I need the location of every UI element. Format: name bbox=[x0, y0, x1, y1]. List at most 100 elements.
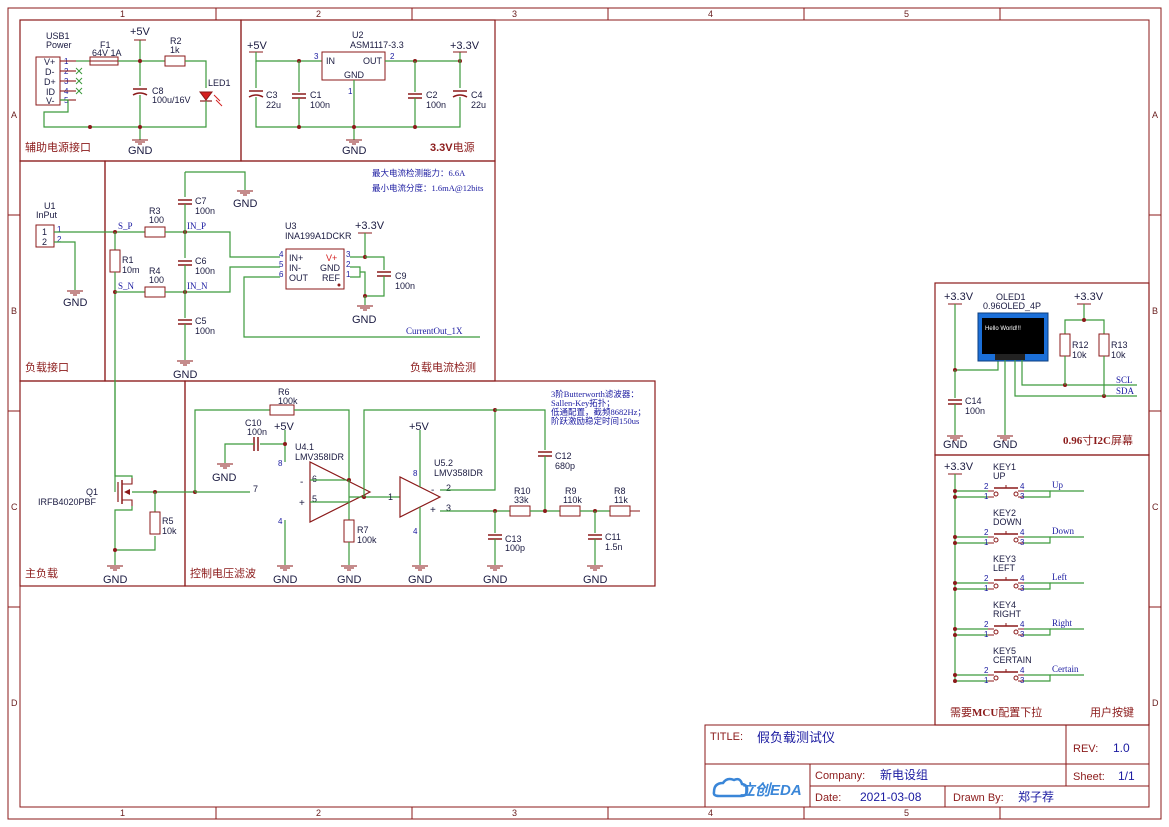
svg-text:C2: C2 bbox=[426, 90, 438, 100]
svg-text:C6: C6 bbox=[195, 256, 207, 266]
svg-text:IN+: IN+ bbox=[289, 253, 303, 263]
title-block: TITLE: 假负载测试仪 REV: 1.0 Company: 新电设组 She… bbox=[704, 724, 1150, 808]
f1-val: 64V 1A bbox=[92, 48, 122, 58]
svg-text:4: 4 bbox=[413, 527, 418, 536]
svg-text:3: 3 bbox=[446, 503, 451, 513]
block-filter bbox=[184, 380, 656, 587]
svg-text:R10: R10 bbox=[514, 486, 531, 496]
resistor-r2 bbox=[164, 55, 186, 67]
key-pin-number: 2 bbox=[984, 528, 989, 537]
connector-u1: U1 InPut 1 2 1 2 bbox=[35, 201, 62, 248]
svg-text:100n: 100n bbox=[965, 406, 985, 416]
oled-3v3-label: +3.3V bbox=[944, 291, 974, 303]
amp-u3: U3 INA199A1DCKR IN+ IN- OUT V+ GND REF 4… bbox=[279, 221, 352, 290]
svg-text:LMV358IDR: LMV358IDR bbox=[434, 468, 484, 478]
svg-text:100n: 100n bbox=[195, 266, 215, 276]
grid-col-4-bottom: 4 bbox=[708, 808, 713, 818]
svg-text:2: 2 bbox=[42, 237, 47, 247]
svg-text:+5V: +5V bbox=[409, 421, 430, 433]
usb1-pin-dplus: D+ bbox=[44, 77, 56, 87]
grid-row-a-left: A bbox=[11, 110, 17, 120]
key-pin-number: 2 bbox=[984, 620, 989, 629]
key-pin-number: 2 bbox=[984, 482, 989, 491]
key-pin-number: 1 bbox=[984, 492, 989, 501]
key-value: CERTAIN bbox=[993, 655, 1032, 665]
svg-text:R6: R6 bbox=[278, 387, 290, 397]
u2-val: ASM1117-3.3 bbox=[350, 40, 404, 50]
drawn-value: 郑子荐 bbox=[1018, 789, 1054, 804]
key-pin-number: 1 bbox=[984, 584, 989, 593]
cap-c1 bbox=[292, 93, 306, 99]
svg-text:11k: 11k bbox=[614, 495, 628, 505]
svg-text:R5: R5 bbox=[162, 516, 174, 526]
oled-display: Hello World!!! OLED1 0.96OLED_4P bbox=[977, 292, 1049, 362]
title-value: 假负载测试仪 bbox=[757, 730, 835, 745]
svg-text:-: - bbox=[431, 485, 434, 496]
svg-text:R1: R1 bbox=[122, 255, 134, 265]
svg-text:100n: 100n bbox=[395, 281, 415, 291]
svg-text:1: 1 bbox=[348, 87, 353, 96]
grid-col-5-bottom: 5 bbox=[904, 808, 909, 818]
resistor-r5 bbox=[149, 511, 161, 535]
svg-text:22u: 22u bbox=[471, 100, 486, 110]
svg-text:1.5n: 1.5n bbox=[605, 542, 623, 552]
svg-text:6: 6 bbox=[279, 270, 284, 279]
port-gnd-label: GND bbox=[63, 297, 88, 309]
net-s-p: S_P bbox=[118, 221, 133, 231]
note-filter-3: 低通配置，截频8682Hz； bbox=[551, 407, 646, 417]
svg-text:R9: R9 bbox=[565, 486, 577, 496]
usb1-pin-id: ID bbox=[46, 87, 56, 97]
grid-col-1-top: 1 bbox=[120, 9, 125, 19]
grid-col-3-bottom: 3 bbox=[512, 808, 517, 818]
svg-text:R12: R12 bbox=[1072, 340, 1089, 350]
svg-text:1: 1 bbox=[346, 270, 351, 279]
cap-c12 bbox=[538, 451, 552, 457]
svg-text:C11: C11 bbox=[605, 532, 621, 542]
svg-text:GND: GND bbox=[337, 574, 362, 586]
net-sda: SDA bbox=[1116, 386, 1135, 396]
aux-gnd-symbol bbox=[132, 139, 148, 145]
company-value: 新电设组 bbox=[880, 767, 928, 782]
u2-ref: U2 bbox=[352, 30, 364, 40]
svg-text:4: 4 bbox=[278, 517, 283, 526]
svg-text:U4.1: U4.1 bbox=[295, 442, 314, 452]
svg-text:GND: GND bbox=[273, 574, 298, 586]
cap-c9 bbox=[377, 271, 391, 277]
key-value: UP bbox=[993, 471, 1006, 481]
key-value: DOWN bbox=[993, 517, 1022, 527]
svg-text:GND: GND bbox=[103, 574, 128, 586]
block-oled bbox=[934, 282, 1150, 456]
cap-c2 bbox=[408, 93, 422, 99]
svg-text:GND: GND bbox=[408, 574, 433, 586]
svg-text:OUT: OUT bbox=[289, 273, 309, 283]
svg-text:C10: C10 bbox=[245, 418, 262, 428]
svg-text:C12: C12 bbox=[555, 451, 572, 461]
block-title-filter: 控制电压滤波 bbox=[190, 566, 256, 580]
svg-text:4: 4 bbox=[279, 250, 284, 259]
svg-text:+: + bbox=[299, 498, 305, 509]
svg-text:R13: R13 bbox=[1111, 340, 1128, 350]
net-s-n: S_N bbox=[118, 281, 135, 291]
cap-c13 bbox=[488, 534, 502, 540]
key-value: RIGHT bbox=[993, 609, 1022, 619]
key-pin-number: 4 bbox=[1020, 666, 1025, 675]
svg-text:100k: 100k bbox=[278, 396, 298, 406]
svg-text:+5V: +5V bbox=[274, 421, 295, 433]
svg-text:IN-: IN- bbox=[289, 263, 301, 273]
block-note-keys: 需要MCU配置下拉 bbox=[950, 705, 1042, 719]
key-pin-number: 4 bbox=[1020, 528, 1025, 537]
svg-text:C7: C7 bbox=[195, 196, 207, 206]
keys-3v3-label: +3.3V bbox=[944, 461, 974, 473]
reg-gnd-label: GND bbox=[342, 145, 367, 157]
svg-text:InPut: InPut bbox=[36, 210, 58, 220]
usb1-pin-vminus: V- bbox=[46, 96, 55, 106]
usb1-pin-vplus: V+ bbox=[44, 57, 55, 67]
lceda-logo: 立创EDA bbox=[712, 777, 802, 799]
aux-5v-label: +5V bbox=[130, 26, 151, 38]
reg-gnd-symbol bbox=[346, 139, 362, 145]
